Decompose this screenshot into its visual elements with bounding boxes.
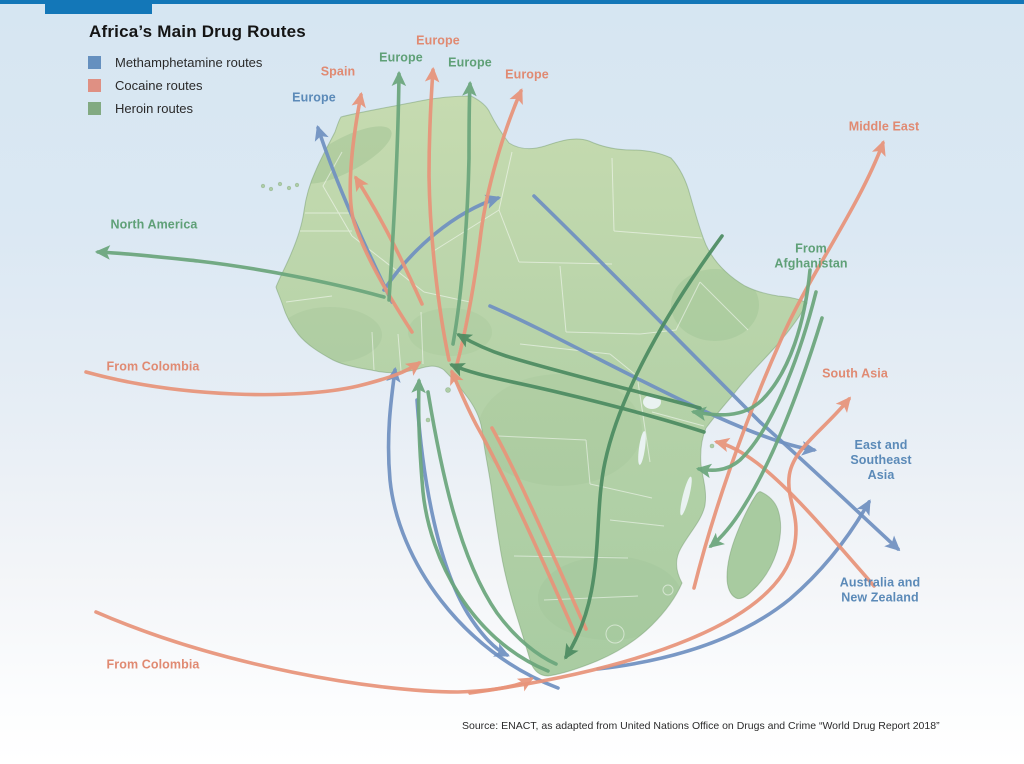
legend-label-cocaine: Cocaine routes bbox=[115, 77, 203, 93]
route-cocaine-to-spain bbox=[348, 91, 414, 334]
label-from-colombia-1: From Colombia bbox=[106, 359, 200, 374]
legend-swatch-cocaine bbox=[88, 78, 101, 92]
route-cocaine-to-middle-east bbox=[692, 140, 886, 590]
route-heroin-to-north-america bbox=[94, 245, 386, 299]
legend-row-cocaine: Cocaine routes bbox=[88, 77, 262, 93]
route-cocaine-inland-a bbox=[450, 369, 578, 638]
label-europe-cocaine-1: Europe bbox=[416, 33, 460, 48]
lakes bbox=[638, 395, 692, 516]
route-cocaine-inland-b bbox=[490, 426, 588, 631]
label-from-afghanistan: From Afghanistan bbox=[774, 241, 848, 270]
top-accent-line bbox=[0, 0, 1024, 4]
legend-swatch-meth bbox=[88, 55, 101, 69]
label-europe-heroin-1: Europe bbox=[379, 50, 423, 65]
route-cocaine-to-europe-b bbox=[454, 88, 523, 370]
label-north-america: North America bbox=[110, 217, 198, 232]
label-europe-cocaine-2: Europe bbox=[505, 67, 549, 82]
route-heroin-atlantic-north bbox=[411, 377, 550, 673]
route-heroin-madagascar bbox=[708, 316, 824, 548]
africa-landmass bbox=[275, 95, 808, 677]
routes-layer bbox=[84, 66, 901, 695]
route-heroin-inland-center bbox=[456, 333, 702, 410]
label-spain: Spain bbox=[320, 64, 356, 79]
route-heroin-afghanistan-b bbox=[695, 290, 818, 479]
route-heroin-horn-to-cape bbox=[564, 234, 724, 660]
route-cocaine-to-south-asia bbox=[468, 396, 852, 695]
label-europe-heroin-2: Europe bbox=[448, 55, 492, 70]
legend-label-meth: Methamphetamine routes bbox=[115, 54, 263, 70]
route-meth-cape-to-asia bbox=[596, 499, 871, 671]
route-cocaine-colombia-gulf bbox=[84, 361, 422, 397]
label-south-asia: South Asia bbox=[822, 366, 888, 381]
legend-label-heroin: Heroin routes bbox=[115, 100, 194, 116]
label-europe-meth: Europe bbox=[292, 90, 336, 105]
legend-swatch-heroin bbox=[88, 101, 101, 115]
top-accent-block bbox=[45, 0, 152, 14]
route-cocaine-colombia-cape bbox=[94, 610, 534, 694]
route-heroin-to-europe-a bbox=[387, 70, 407, 302]
route-heroin-inland-delta bbox=[449, 363, 706, 434]
route-meth-westcoast-north bbox=[386, 366, 560, 690]
page-title: Africa’s Main Drug Routes bbox=[89, 22, 306, 41]
route-cocaine-east-africa bbox=[713, 437, 876, 588]
source-attribution: Source: ENACT, as adapted from United Na… bbox=[462, 720, 940, 732]
route-heroin-to-europe-b bbox=[451, 80, 477, 346]
route-cocaine-to-europe-a bbox=[424, 66, 451, 362]
route-meth-to-northeast-africa bbox=[382, 194, 502, 292]
label-from-colombia-2: From Colombia bbox=[106, 657, 200, 672]
legend-row-meth: Methamphetamine routes bbox=[88, 54, 263, 70]
route-heroin-atlantic-south bbox=[426, 390, 558, 666]
legend-row-heroin: Heroin routes bbox=[88, 100, 262, 116]
madagascar-island bbox=[726, 491, 781, 600]
islands bbox=[260, 181, 715, 449]
route-heroin-afghanistan-a bbox=[690, 268, 812, 421]
label-australia-nz: Australia and New Zealand bbox=[839, 575, 921, 604]
label-east-se-asia: East and Southeast Asia bbox=[850, 437, 912, 482]
label-middle-east: Middle East bbox=[848, 119, 920, 134]
